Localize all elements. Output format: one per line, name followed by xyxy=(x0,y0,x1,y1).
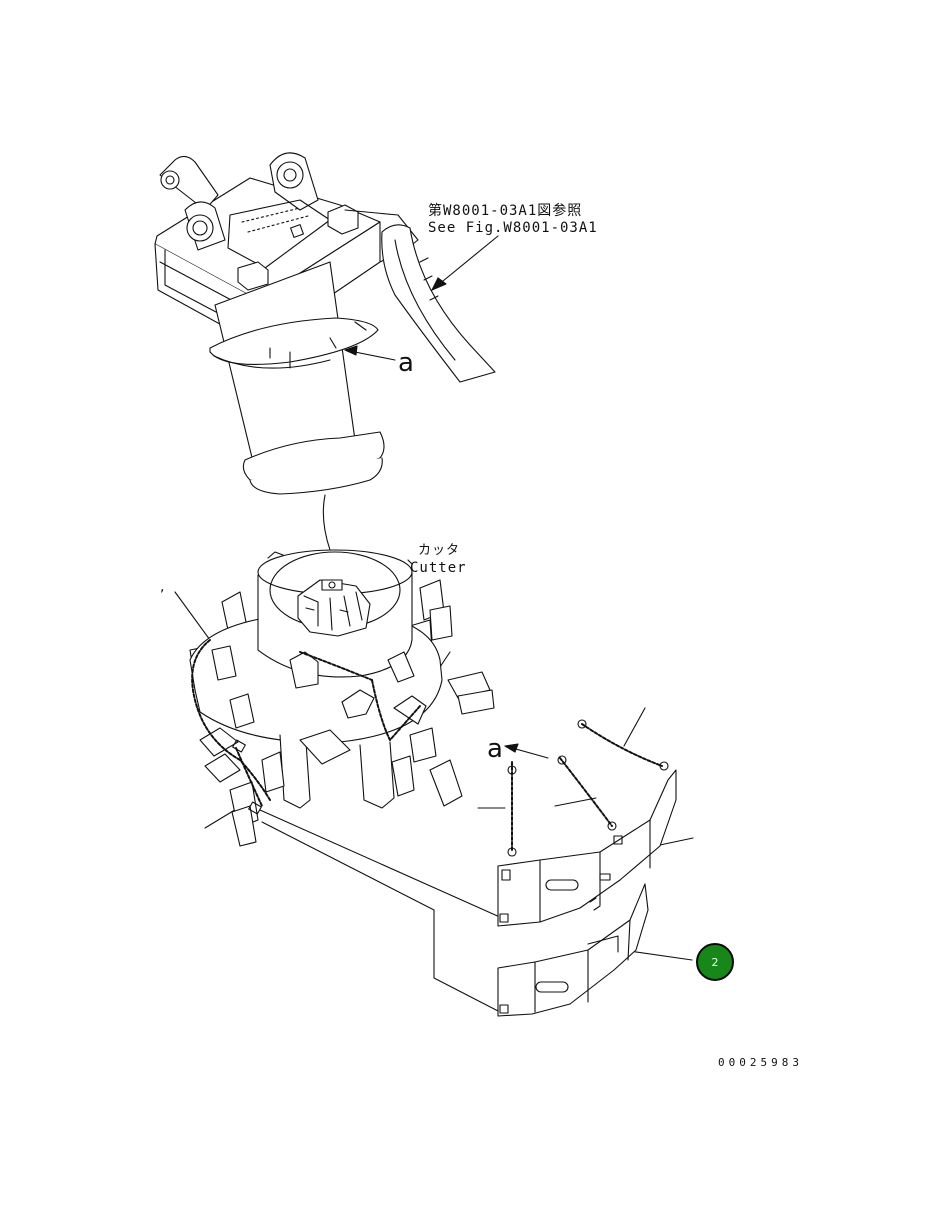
document-number: 00025983 xyxy=(718,1056,803,1069)
part-number-badge-label: 2 xyxy=(711,955,719,969)
part-number-badge[interactable]: 2 xyxy=(696,943,734,981)
reference-letter-a-chain: a xyxy=(487,734,503,764)
guard-plate-lower xyxy=(498,884,648,1016)
cutter-head xyxy=(190,550,494,846)
stray-mark: , xyxy=(160,579,165,595)
assembly-lines xyxy=(260,810,502,1012)
reference-letter-a-top: a xyxy=(398,348,414,378)
cutter-motor xyxy=(298,580,370,636)
cutter-label-english: Cutter xyxy=(410,560,467,576)
see-figure-label-japanese: 第W8001-03A1図参照 xyxy=(428,203,583,219)
guard-plate-upper xyxy=(498,770,676,926)
ripper-shank xyxy=(382,225,495,382)
boom-tube xyxy=(210,262,384,494)
chains xyxy=(508,720,668,856)
see-figure-label-english: See Fig.W8001-03A1 xyxy=(428,220,598,236)
cutter-label-japanese: カッタ xyxy=(418,543,461,558)
